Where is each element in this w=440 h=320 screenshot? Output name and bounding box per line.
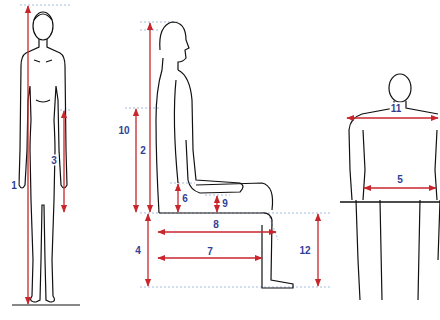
callout-number: 7 bbox=[206, 246, 214, 257]
callout-number: 8 bbox=[212, 219, 220, 230]
seated-side-figure bbox=[156, 22, 293, 288]
callout-number: 9 bbox=[221, 198, 229, 209]
callout-number: 2 bbox=[139, 145, 147, 156]
callout-number: 1 bbox=[10, 180, 18, 191]
callout-number: 12 bbox=[298, 245, 311, 256]
callout-number: 6 bbox=[181, 193, 189, 204]
callout-number: 4 bbox=[134, 245, 142, 256]
callout-number: 10 bbox=[117, 125, 130, 136]
callout-number: 5 bbox=[396, 174, 404, 185]
seated-back-figure bbox=[340, 74, 440, 300]
callout-number: 3 bbox=[50, 155, 58, 166]
standing-figure bbox=[12, 12, 80, 305]
dimension-lines bbox=[28, 6, 438, 304]
callout-number: 11 bbox=[390, 103, 403, 114]
